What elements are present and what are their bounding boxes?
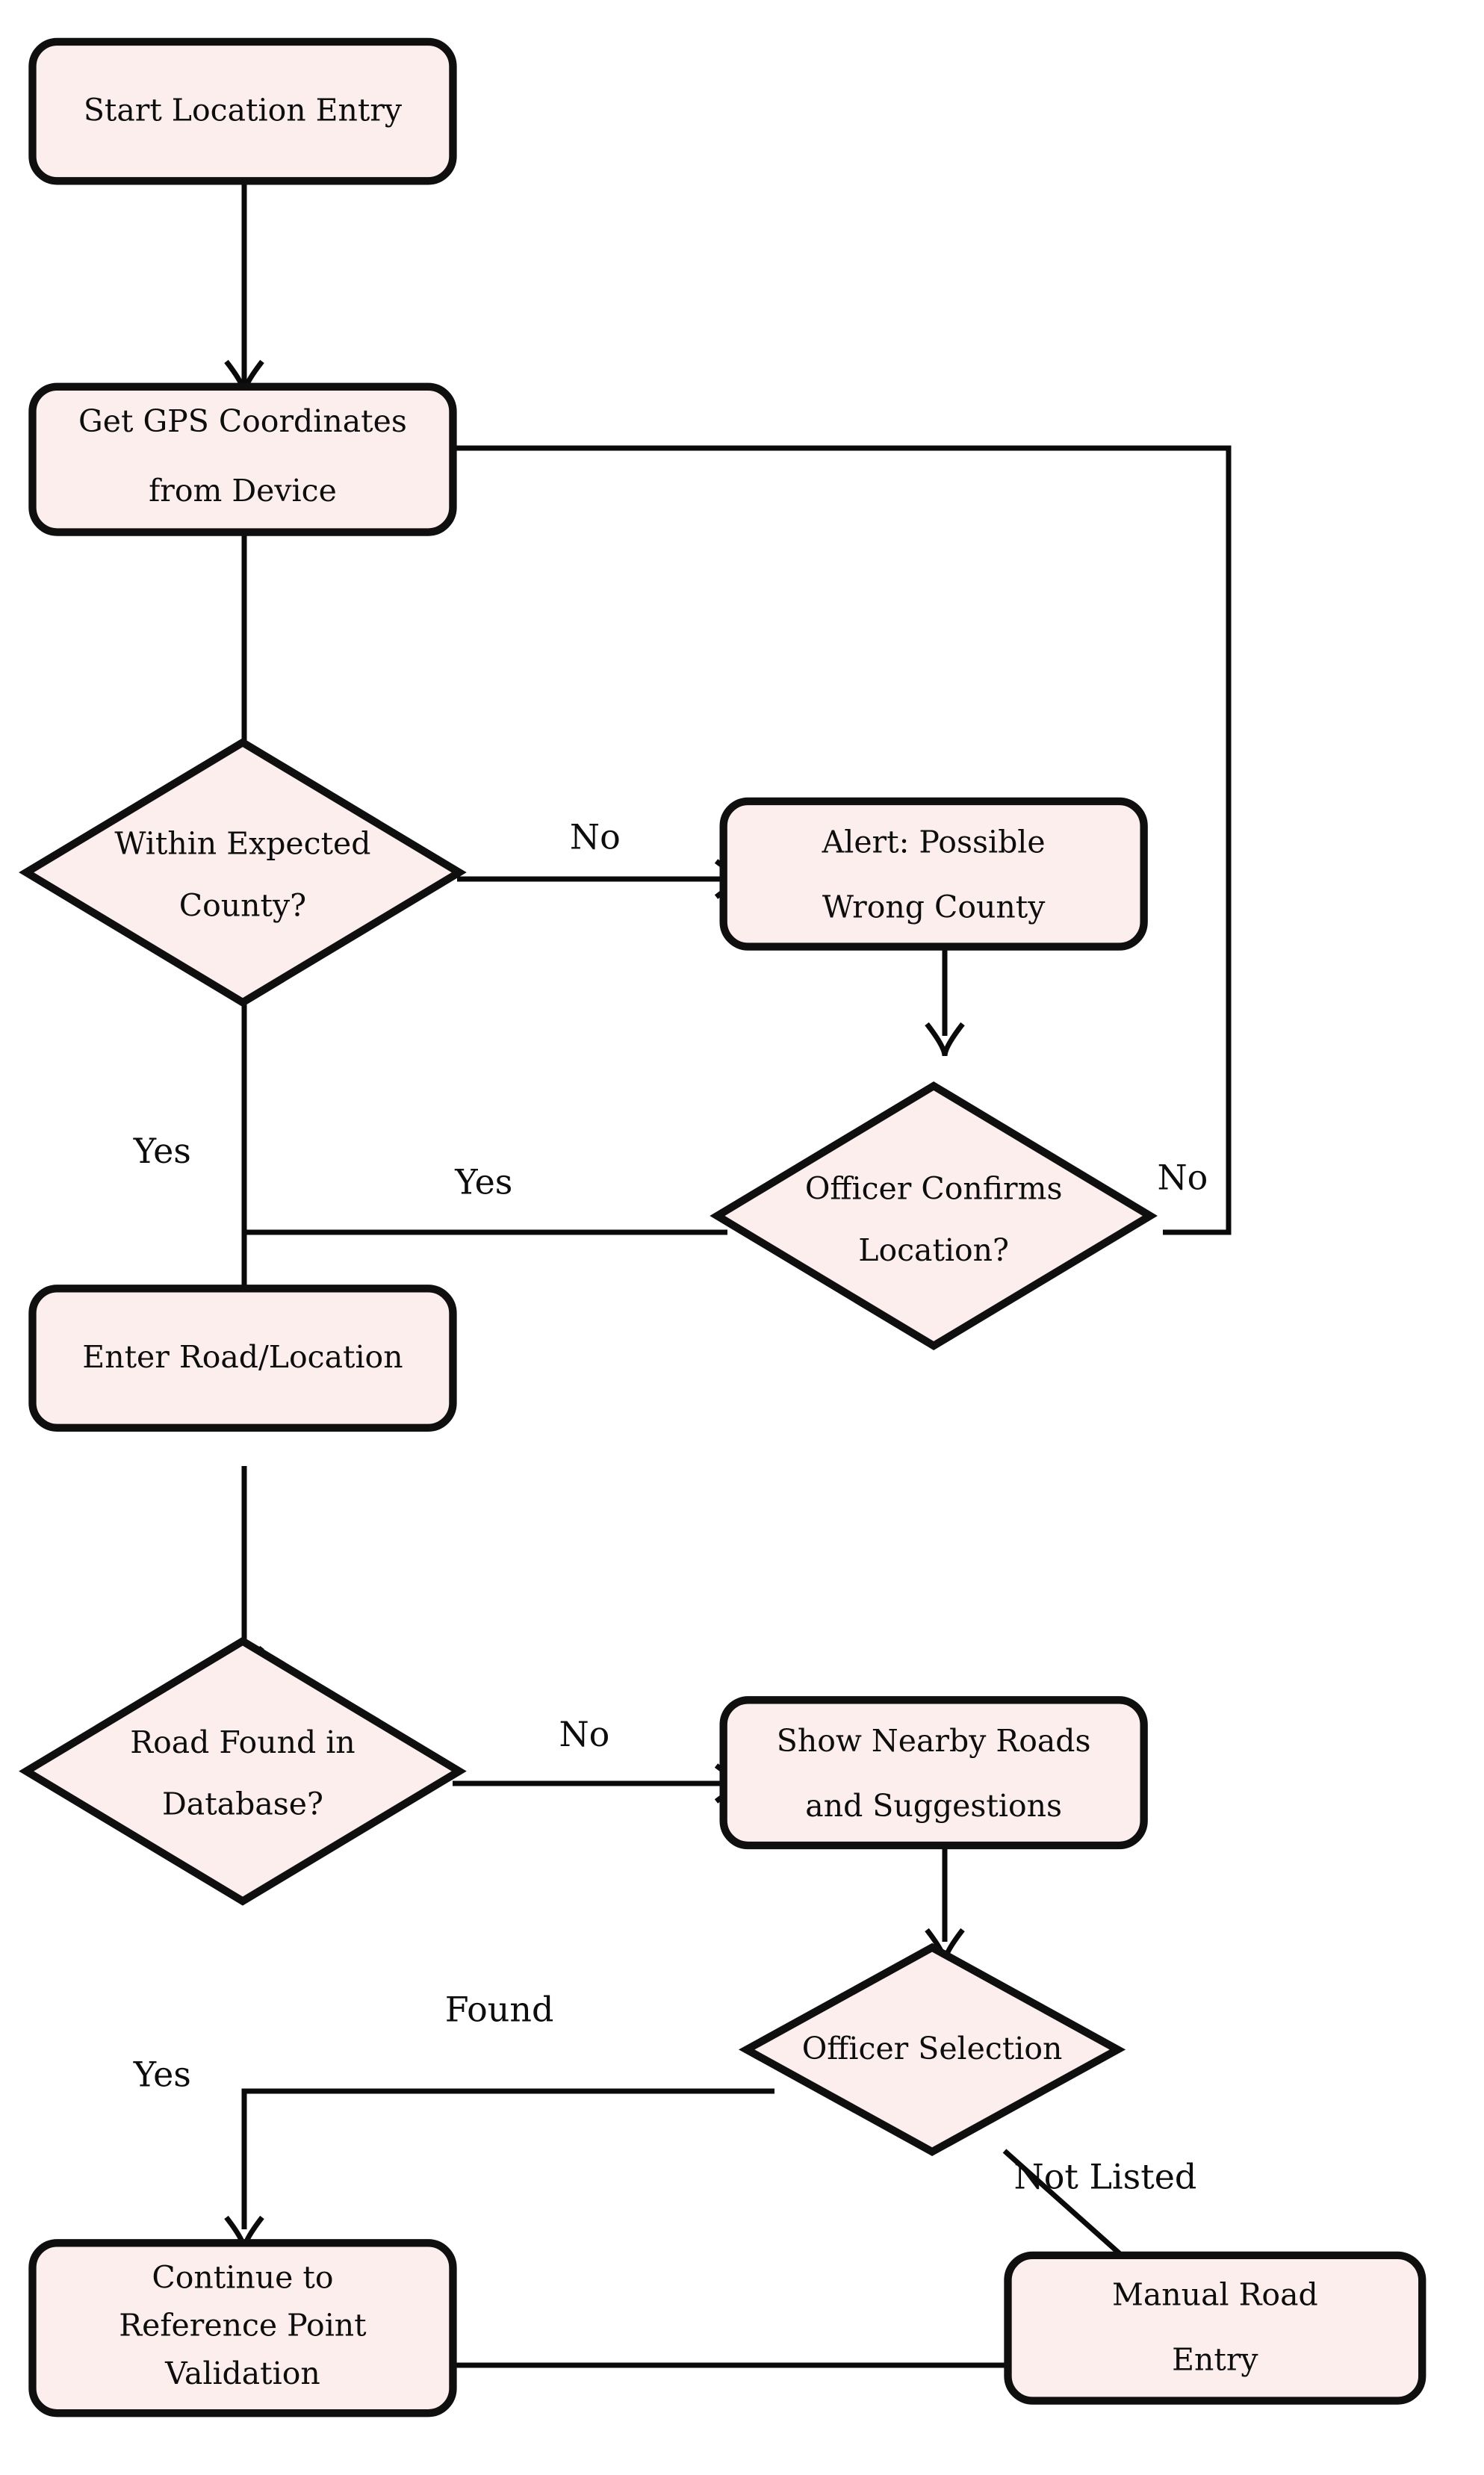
node-continue-shape[interactable] [28, 2239, 457, 2417]
node-manual-road-entry[interactable]: Manual Road Entry [1004, 2251, 1426, 2405]
node-alert-label-line2: Wrong County [822, 889, 1046, 925]
node-manual-label-line2: Entry [1172, 2341, 1258, 2377]
node-selection-label: Officer Selection [802, 2031, 1063, 2066]
node-enterroad-shape[interactable] [28, 1285, 457, 1432]
node-county-label-line2: County? [179, 887, 306, 923]
edge-label-layer: No Yes No Yes No Found Not Listed Yes [133, 817, 1208, 2197]
node-manual-label-line1: Manual Road [1112, 2276, 1318, 2312]
node-confirm-label-line1: Officer Confirms [805, 1170, 1063, 1206]
node-layer: Start Location Entry Get GPS Coordinates… [19, 37, 1426, 2417]
edge-label-selection-not-listed: Not Listed [1013, 2156, 1196, 2196]
node-road-found-in-database[interactable]: Road Found in Database? [19, 1636, 467, 1906]
node-confirm-shape[interactable] [710, 1081, 1158, 1351]
node-gps-shape[interactable] [28, 382, 457, 536]
edge-label-confirm-yes: Yes [454, 1162, 512, 1202]
edge-label-county-yes: Yes [133, 1131, 191, 1171]
edge-label-county-no: No [570, 817, 621, 857]
node-county-label-line1: Within Expected [114, 825, 370, 861]
edge-label-selection-found: Found [445, 1990, 554, 2030]
node-officer-selection[interactable]: Officer Selection [738, 1943, 1126, 2157]
node-within-expected-county[interactable]: Within Expected County? [19, 738, 467, 1007]
node-continue-label-line3: Validation [164, 2356, 320, 2391]
node-nearby-shape[interactable] [719, 1696, 1148, 1850]
node-county-shape[interactable] [19, 738, 467, 1007]
node-roadfound-label-line1: Road Found in [130, 1724, 355, 1760]
node-enter-road-location[interactable]: Enter Road/Location [28, 1285, 457, 1432]
node-start-label: Start Location Entry [84, 93, 403, 128]
node-alert-label-line1: Alert: Possible [822, 824, 1046, 860]
edge-label-roadfound-yes: Yes [133, 2055, 191, 2095]
node-confirm-label-line2: Location? [858, 1232, 1009, 1268]
node-gps-label-line1: Get GPS Coordinates [78, 403, 407, 439]
edge-roadfound-to-nearby [453, 1763, 749, 1804]
node-selection-shape[interactable] [738, 1943, 1126, 2157]
node-get-gps-coordinates[interactable]: Get GPS Coordinates from Device [28, 382, 457, 536]
node-show-nearby-roads[interactable]: Show Nearby Roads and Suggestions [719, 1696, 1148, 1850]
edge-county-to-alert [457, 859, 749, 899]
edge-label-roadfound-no: No [559, 1714, 609, 1754]
node-start-shape[interactable] [28, 37, 457, 185]
node-roadfound-shape[interactable] [19, 1636, 467, 1906]
node-nearby-label-line1: Show Nearby Roads [777, 1723, 1091, 1759]
node-continue-to-reference-point-validation[interactable]: Continue to Reference Point Validation [28, 2239, 457, 2417]
node-nearby-label-line2: and Suggestions [805, 1788, 1062, 1824]
node-roadfound-label-line2: Database? [162, 1786, 323, 1822]
node-start-location-entry[interactable]: Start Location Entry [28, 37, 457, 185]
node-alert-possible-wrong-county[interactable]: Alert: Possible Wrong County [719, 797, 1148, 951]
node-continue-label-line2: Reference Point [119, 2308, 367, 2344]
node-gps-label-line2: from Device [149, 473, 337, 509]
node-manual-shape[interactable] [1004, 2251, 1426, 2405]
edge-label-confirm-no: No [1157, 1157, 1208, 1197]
node-enterroad-label: Enter Road/Location [82, 1339, 403, 1375]
node-officer-confirms-location[interactable]: Officer Confirms Location? [710, 1081, 1158, 1351]
edge-selection-to-continue [224, 2088, 774, 2250]
node-alert-shape[interactable] [719, 797, 1148, 951]
node-continue-label-line1: Continue to [152, 2260, 333, 2296]
